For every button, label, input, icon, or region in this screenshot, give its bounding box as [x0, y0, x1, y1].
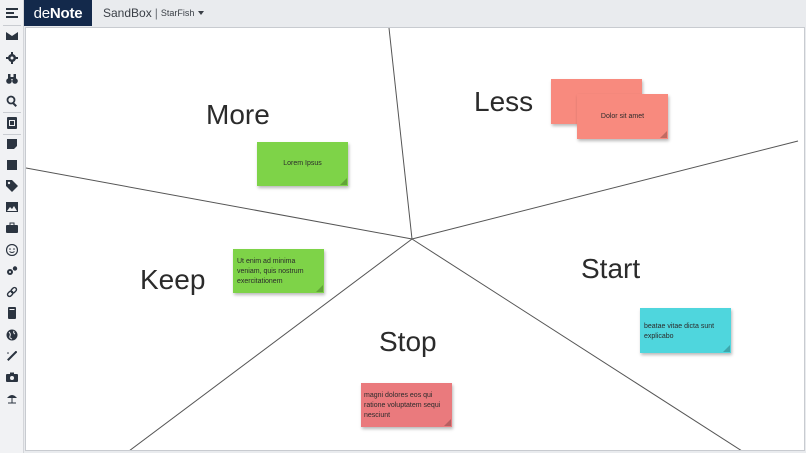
breadcrumb-template[interactable]: StarFish: [160, 8, 195, 18]
section-label-start: Start: [581, 253, 641, 284]
cogs-icon[interactable]: [3, 262, 21, 280]
divider-line-left: [26, 167, 413, 240]
toolbar-divider: [3, 25, 21, 26]
header-bar: SandBox | StarFish: [92, 0, 806, 26]
briefcase-icon[interactable]: [3, 219, 21, 237]
sticky-note[interactable]: Lorem Ipsus: [257, 142, 348, 186]
breadcrumb-separator: |: [154, 6, 158, 20]
starfish-divider-lines: [26, 28, 799, 450]
toolbar-divider: [3, 134, 21, 135]
starfish-board[interactable]: More Less Keep Start Stop Lorem Ipsus Ut…: [25, 27, 805, 451]
sticky-note-text: beatae vitae dicta sunt explicabo: [644, 323, 715, 340]
note-resize-handle[interactable]: [723, 345, 730, 352]
sticky-note-icon[interactable]: [3, 135, 21, 153]
toolbar-divider: [3, 112, 21, 113]
note-resize-handle[interactable]: [444, 419, 451, 426]
camera-icon[interactable]: [3, 368, 21, 386]
sticky-note-text: Lorem Ipsus: [283, 160, 322, 167]
note-resize-handle[interactable]: [340, 178, 347, 185]
sticky-note-text: magni dolores eos qui ratione voluptatem…: [364, 392, 441, 419]
divider-line-right: [411, 140, 799, 240]
square-icon[interactable]: [3, 156, 21, 174]
note-resize-handle[interactable]: [660, 131, 667, 138]
note-resize-handle[interactable]: [316, 285, 323, 292]
note-box-icon[interactable]: [3, 114, 21, 132]
image-icon[interactable]: [3, 198, 21, 216]
globe-icon[interactable]: [3, 326, 21, 344]
sticky-note-text: Dolor sit amet: [600, 112, 645, 120]
section-label-stop: Stop: [379, 326, 437, 357]
smiley-icon[interactable]: [3, 241, 21, 259]
left-toolbar: [0, 0, 24, 453]
section-label-more: More: [206, 99, 270, 130]
section-label-keep: Keep: [140, 264, 206, 295]
link-icon[interactable]: [3, 283, 21, 301]
logo-text-note: Note: [49, 4, 83, 22]
menu-icon[interactable]: [3, 4, 21, 22]
tag-icon[interactable]: [3, 177, 21, 195]
book-icon[interactable]: [3, 304, 21, 322]
gear-icon[interactable]: [3, 49, 21, 67]
section-label-less: Less: [474, 86, 534, 117]
chevron-down-icon[interactable]: [198, 11, 205, 15]
envelope-icon[interactable]: [3, 27, 21, 45]
sticky-note[interactable]: beatae vitae dicta sunt explicabo: [640, 308, 731, 353]
sticky-note[interactable]: Dolor sit amet: [577, 94, 668, 139]
binoculars-icon[interactable]: [3, 70, 21, 88]
breadcrumb-board[interactable]: SandBox: [103, 6, 152, 20]
divider-line-top: [388, 28, 413, 240]
divider-line-bottom-left: [129, 238, 413, 450]
search-icon[interactable]: [3, 92, 21, 110]
sticky-note[interactable]: Ut enim ad minima veniam, quis nostrum e…: [233, 249, 324, 293]
sticky-note[interactable]: magni dolores eos qui ratione voluptatem…: [361, 383, 452, 427]
sticky-note-text: Ut enim ad minima veniam, quis nostrum e…: [237, 258, 304, 285]
beach-umbrella-icon[interactable]: [3, 389, 21, 407]
divider-line-bottom-right: [411, 238, 742, 450]
logo-text-de: de: [33, 4, 51, 22]
magic-wand-icon[interactable]: [3, 347, 21, 365]
